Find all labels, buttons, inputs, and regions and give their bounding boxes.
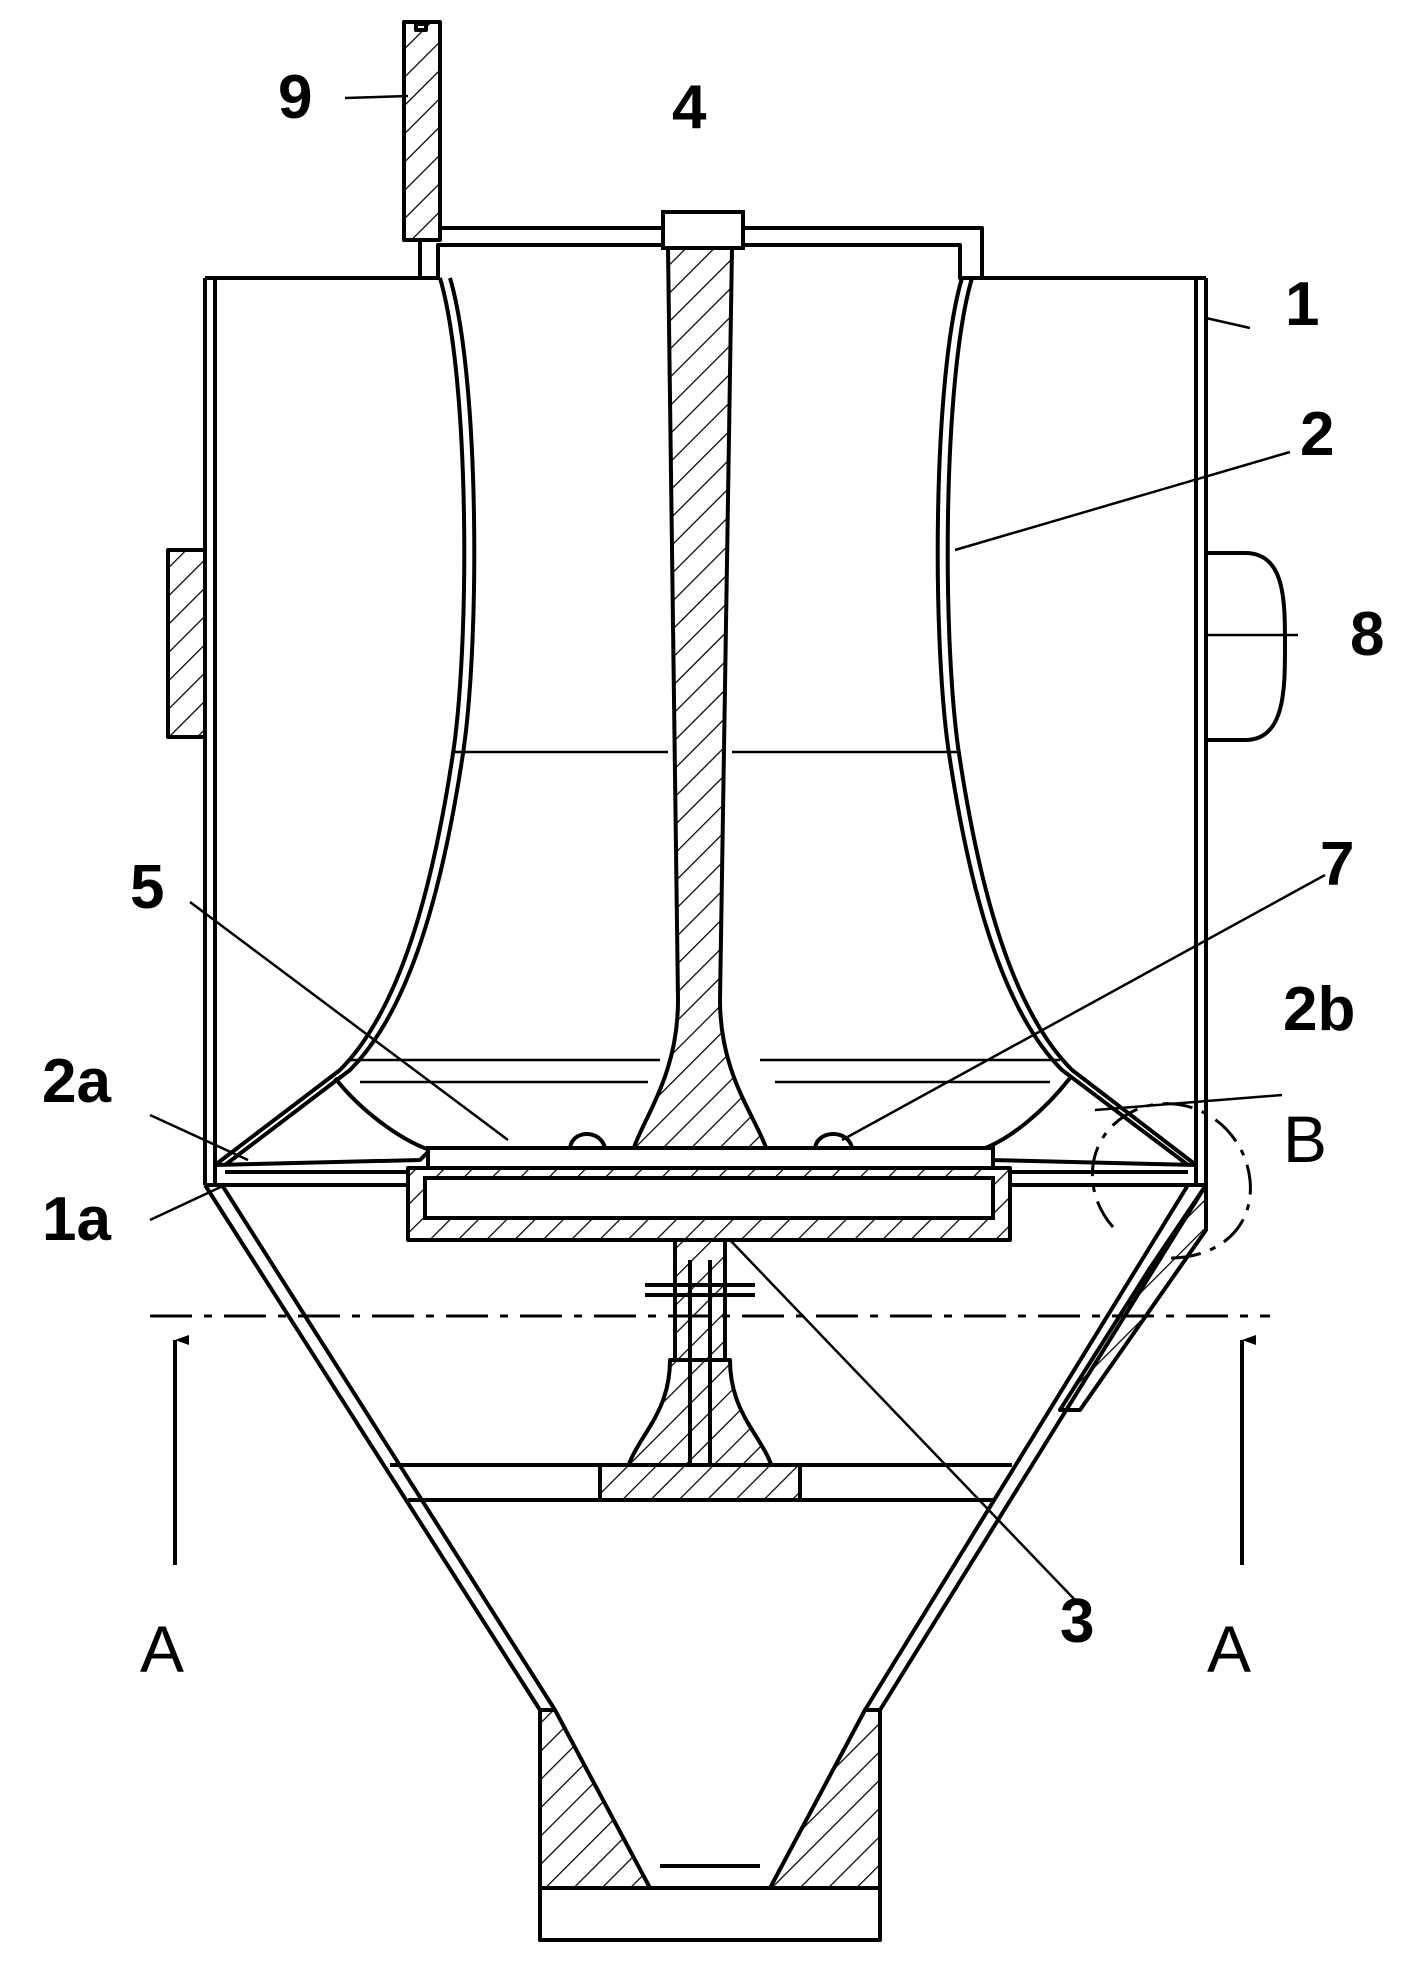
label-2b: 2b	[1283, 975, 1355, 1044]
label-7: 7	[1320, 830, 1354, 899]
base-tray	[406, 1166, 1012, 1242]
left-lug	[166, 548, 207, 739]
shaft-4	[628, 246, 772, 1162]
label-9: 9	[278, 63, 312, 132]
label-2a: 2a	[42, 1047, 111, 1116]
label-2: 2	[1300, 400, 1334, 469]
label-a-left: A	[140, 1612, 184, 1686]
label-a-right: A	[1207, 1612, 1251, 1686]
label-8: 8	[1350, 600, 1384, 669]
inner-drum-2	[213, 277, 1198, 1167]
section-line-a	[150, 1314, 1270, 1565]
label-1: 1	[1285, 270, 1319, 339]
label-1a: 1a	[42, 1185, 111, 1254]
leader-lines	[149, 94, 1326, 1601]
detail-b-circle	[1090, 1102, 1252, 1260]
top-cover	[418, 210, 984, 280]
post-9	[402, 20, 442, 242]
label-4: 4	[672, 73, 707, 142]
hopper-cone	[203, 1183, 1208, 1942]
weld-bead-right	[813, 1132, 854, 1151]
part-labels: 9 4 1 2 8 5 7 2b 2a B 1a 3 A A	[42, 63, 1384, 1686]
handle-8	[1206, 551, 1287, 742]
disc-5	[426, 1146, 995, 1170]
label-5: 5	[130, 853, 164, 922]
label-b: B	[1283, 1102, 1327, 1176]
weld-bead-left	[568, 1132, 607, 1151]
connector-3	[623, 1238, 777, 1482]
label-3: 3	[1060, 1587, 1094, 1656]
